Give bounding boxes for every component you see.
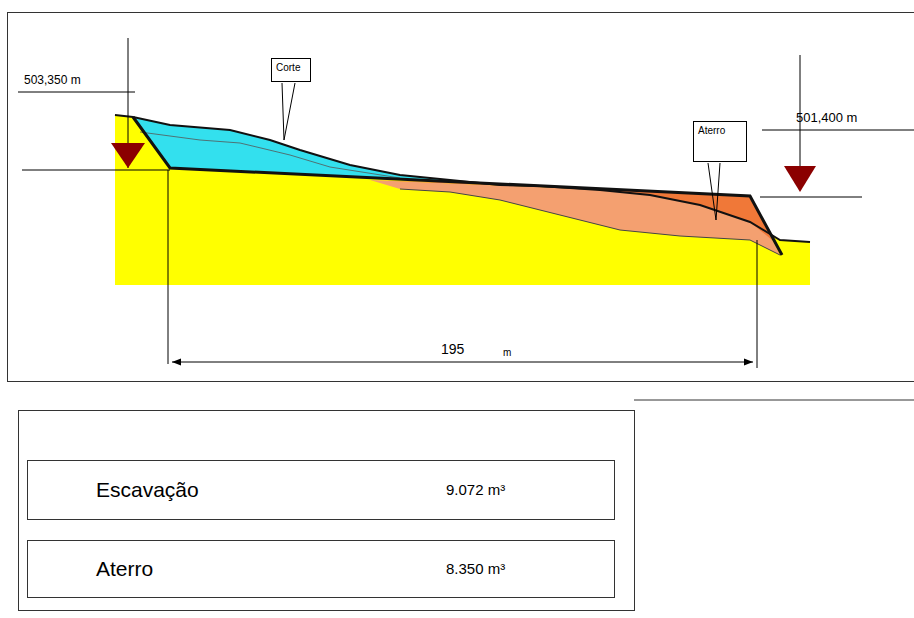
marker-line bbox=[760, 197, 862, 198]
marker-line bbox=[762, 130, 914, 131]
dimension-value: 195 bbox=[441, 341, 464, 357]
dimension-line bbox=[168, 170, 169, 364]
terrain-line bbox=[115, 115, 810, 242]
node-value: 8.350 m³ bbox=[446, 560, 505, 577]
callout-box: Corte bbox=[271, 58, 311, 82]
elevation-triangle bbox=[784, 166, 816, 192]
frame bbox=[19, 411, 635, 611]
callout-tail bbox=[708, 163, 720, 220]
node-title: Escavação bbox=[96, 478, 199, 502]
dimension-line bbox=[172, 362, 753, 363]
quantity-box: Escavação 9.072 m³ bbox=[27, 460, 615, 520]
node-value: 9.072 m³ bbox=[446, 481, 505, 498]
frame bbox=[634, 400, 914, 401]
callout-tail bbox=[282, 83, 295, 140]
ground bbox=[115, 115, 810, 285]
marker-line bbox=[22, 170, 170, 171]
platform-line bbox=[133, 117, 782, 255]
dimension-unit: m bbox=[503, 347, 511, 359]
node-title: Aterro bbox=[96, 557, 153, 581]
excavation-line bbox=[400, 189, 780, 255]
quantity-box: Aterro 8.350 m³ bbox=[27, 540, 615, 598]
elevation-triangle bbox=[111, 143, 145, 168]
node-title: Corte bbox=[276, 62, 300, 74]
elevation-label: 503,350 m bbox=[24, 74, 81, 88]
frame bbox=[8, 13, 914, 382]
soil-line bbox=[140, 132, 400, 178]
marker-line bbox=[18, 92, 135, 93]
elevation-label: 501,400 m bbox=[796, 111, 857, 126]
callout-box: Aterro bbox=[693, 121, 747, 162]
node-title: Aterro bbox=[698, 125, 725, 137]
dimension-line bbox=[757, 240, 758, 368]
